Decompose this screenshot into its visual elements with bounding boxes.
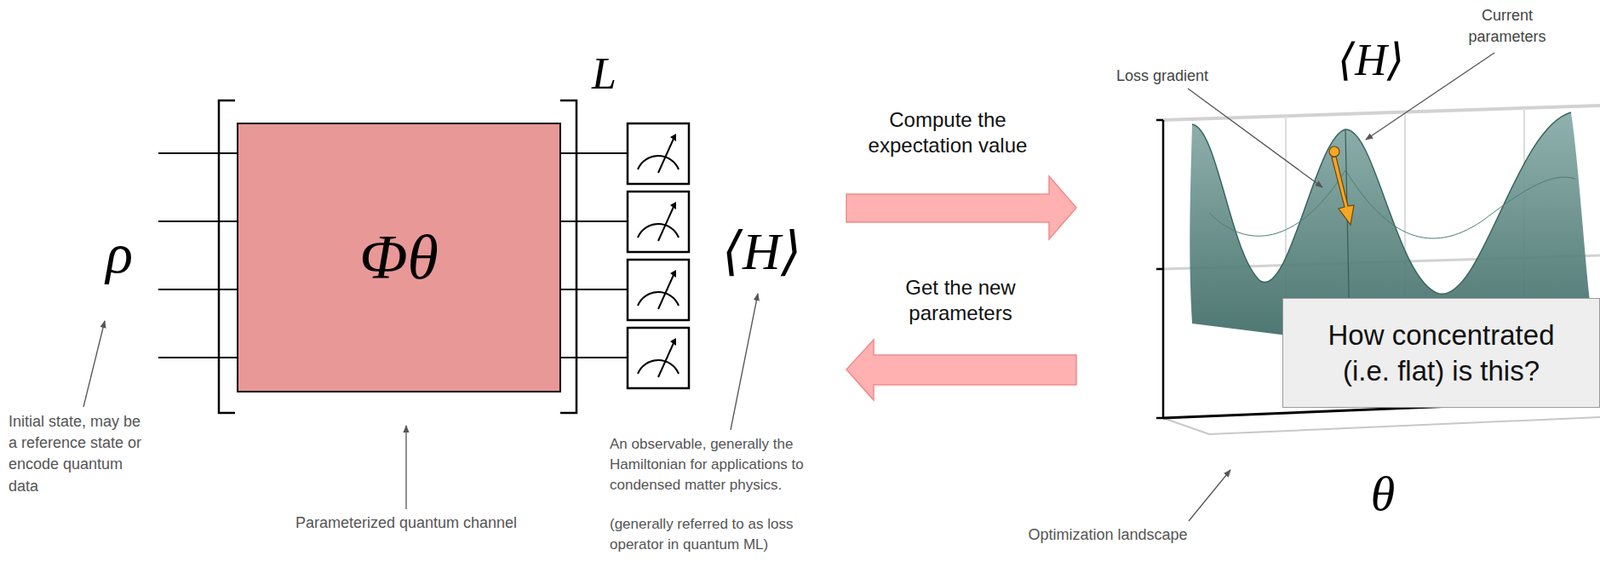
axis-label: ⟨H⟩: [1315, 34, 1427, 87]
note: Initial state, may be a reference state …: [8, 411, 147, 498]
question-box: How concentrated (i.e. flat) is this?: [1282, 298, 1600, 408]
note: An observable, generally the Hamiltonian…: [609, 434, 836, 495]
gradient-step: [1329, 146, 1354, 225]
node-text: How concentrated (i.e. flat) is this?: [1313, 317, 1569, 389]
forward-arrow: [846, 176, 1077, 240]
annotation: Current parameters: [1457, 5, 1557, 48]
backward-arrow: [846, 339, 1077, 401]
node-text: Φθ: [359, 217, 439, 298]
plot-frame: [1156, 105, 1600, 435]
axis-label: θ: [1355, 466, 1411, 522]
note: Optimization landscape: [1018, 525, 1198, 545]
note: (generally referred to as loss operator …: [609, 514, 836, 556]
brackets: [218, 100, 577, 413]
note: Parameterized quantum channel: [286, 513, 526, 534]
leader-lines: [83, 52, 1495, 522]
layer-count: L: [591, 47, 635, 101]
annotation: Loss gradient: [1102, 66, 1222, 87]
state-symbol: ρ: [85, 219, 154, 287]
expectation-symbol: ⟨H⟩: [699, 219, 824, 283]
arrow-label: Compute the expectation value: [845, 107, 1050, 159]
measurement-symbols: [627, 123, 689, 389]
quantum-channel-box: Φθ: [236, 122, 562, 393]
arrow-label: Get the new parameters: [858, 275, 1063, 327]
